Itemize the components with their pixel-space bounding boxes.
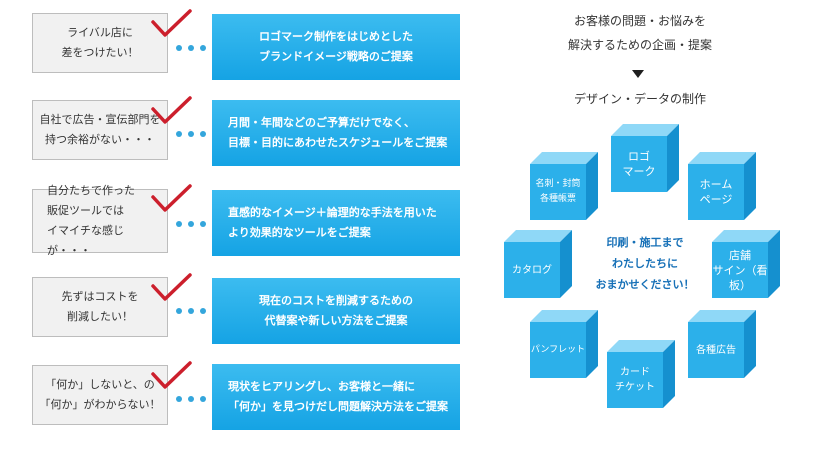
cube-pamphlet: パンフレット bbox=[530, 310, 598, 378]
connector-dots bbox=[176, 131, 206, 137]
checkmark-icon bbox=[151, 361, 192, 389]
cube-logo: ロゴ マーク bbox=[611, 124, 679, 192]
heading-line-1: お客様の問題・お悩みを bbox=[573, 14, 706, 28]
problem-box: 自社で広告・宣伝部門を 持つ余裕がない・・・ bbox=[32, 100, 168, 160]
cube-store-sign: 店舗 サイン（看板） bbox=[712, 230, 780, 298]
checkmark-icon bbox=[151, 96, 192, 124]
cube-label: ホーム ページ bbox=[699, 178, 733, 206]
problem-box: 自分たちで作った 販促ツールでは イマイチな感じが・・・ bbox=[32, 184, 168, 257]
solution-box: 現在のコストを削減するための 代替案や新しい方法をご提案 bbox=[212, 278, 460, 344]
cube-label: 店舗 サイン（看板） bbox=[712, 248, 768, 292]
connector-dots bbox=[176, 221, 206, 227]
cube-ads: 各種広告 bbox=[688, 310, 756, 378]
checkmark-icon bbox=[151, 9, 192, 37]
solution-box: 月間・年間などのご予算だけでなく、 目標・目的にあわせたスケジュールをご提案 bbox=[212, 100, 460, 166]
solution-box: 直感的なイメージ＋論理的な手法を用いた より効果的なツールをご提案 bbox=[212, 190, 460, 256]
problem-box: 「何か」しないと、の 「何か」がわからない！ bbox=[32, 365, 168, 425]
solution-box: 現状をヒアリングし、お客様と一緒に 「何か」を見つけだし問題解決方法をご提案 bbox=[212, 364, 460, 430]
heading-line-2: 解決するための企画・提案 bbox=[567, 38, 712, 52]
cube-label: カード チケット bbox=[615, 367, 655, 393]
cube-catalog: カタログ bbox=[504, 230, 572, 298]
subheading: デザイン・データの制作 bbox=[573, 92, 706, 106]
cube-card-ticket: カード チケット bbox=[607, 340, 675, 408]
connector-dots bbox=[176, 45, 206, 51]
down-arrow-icon bbox=[632, 70, 644, 78]
checkmark-icon bbox=[151, 184, 192, 212]
checkmark-icon bbox=[151, 273, 192, 301]
cube-label: カタログ bbox=[512, 264, 552, 276]
cube-homepage: ホーム ページ bbox=[688, 152, 756, 220]
problem-box: ライバル店に 差をつけたい！ bbox=[32, 13, 168, 73]
cube-label: パンフレット bbox=[530, 344, 586, 355]
cube-business-card: 名刺・封筒 各種帳票 bbox=[530, 152, 598, 220]
cube-label: 名刺・封筒 各種帳票 bbox=[535, 179, 581, 204]
cube-label: 各種広告 bbox=[696, 344, 736, 356]
problem-box: 先ずはコストを 削減したい！ bbox=[32, 277, 168, 337]
cube-label: ロゴ マーク bbox=[622, 150, 656, 178]
connector-dots bbox=[176, 396, 206, 402]
center-message: 印刷・施工まで わたしたちに おまかせください！ bbox=[595, 236, 695, 291]
solution-box: ロゴマーク制作をはじめとした ブランドイメージ戦略のご提案 bbox=[212, 14, 460, 80]
connector-dots bbox=[176, 308, 206, 314]
